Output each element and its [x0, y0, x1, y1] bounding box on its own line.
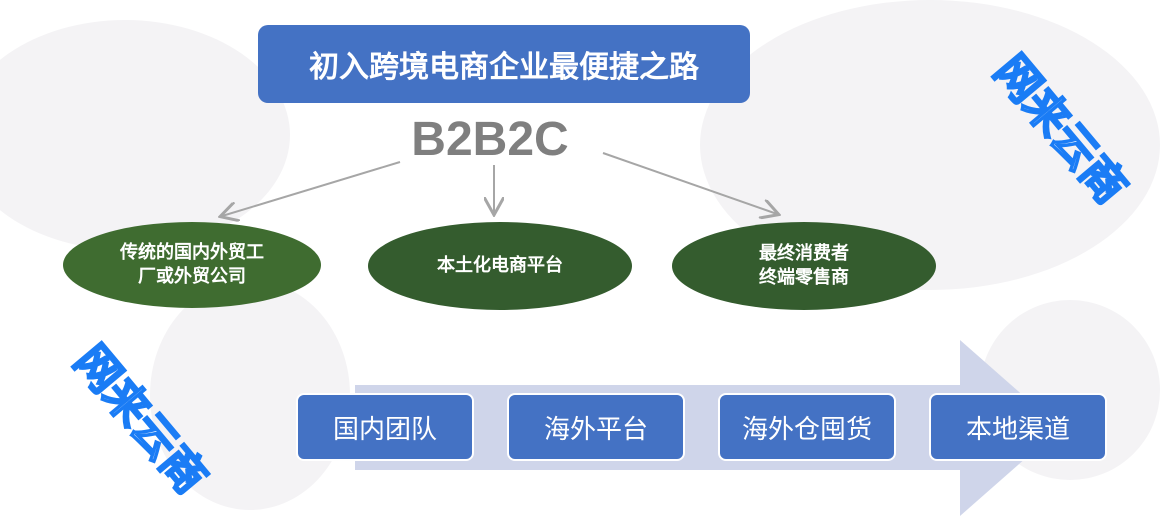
step-domestic-team: 国内团队 — [296, 393, 474, 461]
node-local-platform: 本土化电商平台 — [368, 222, 632, 310]
arrow-left — [222, 161, 401, 216]
world-map-background — [0, 20, 290, 250]
step-overseas-warehouse: 海外仓囤货 — [718, 393, 896, 461]
model-label: B2B2C — [411, 113, 569, 166]
node-line: 本土化电商平台 — [437, 255, 563, 276]
page-title: 初入跨境电商企业最便捷之路 — [258, 25, 750, 103]
node-line: 终端零售商 — [759, 267, 849, 288]
node-line: 最终消费者 — [759, 243, 849, 264]
node-consumers: 最终消费者 终端零售商 — [672, 222, 936, 310]
arrow-right — [602, 152, 777, 214]
node-traditional-factory: 传统的国内外贸工 厂或外贸公司 — [63, 222, 321, 308]
node-line: 厂或外贸公司 — [138, 266, 246, 287]
step-overseas-platform: 海外平台 — [507, 393, 685, 461]
step-local-channel: 本地渠道 — [929, 393, 1107, 461]
node-line: 传统的国内外贸工 — [120, 242, 264, 263]
